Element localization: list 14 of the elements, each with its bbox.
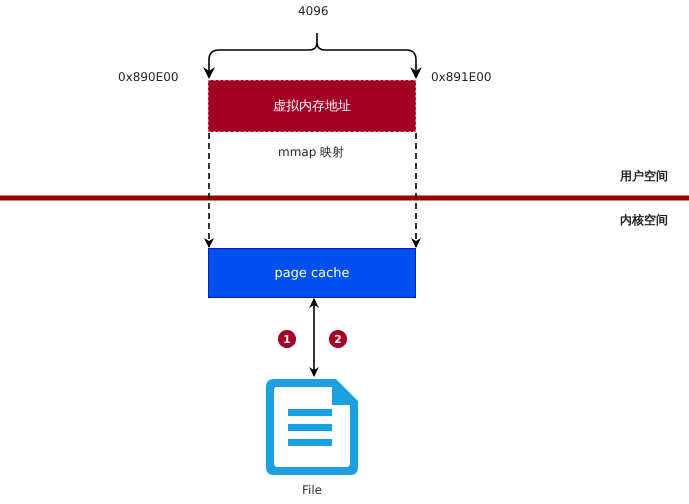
mapping-label: mmap 映射 [278, 144, 344, 161]
address-label: 0x890E00 [118, 70, 178, 84]
dimension-label: 4096 [298, 4, 329, 18]
region-label: 用户空间 [620, 168, 668, 185]
memory-box: 虚拟内存地址 [208, 80, 416, 132]
arrow [309, 298, 319, 377]
region-label: 内核空间 [620, 212, 668, 229]
address-label: 0x891E00 [431, 70, 492, 84]
callout-number: 1 [278, 330, 296, 348]
callout-number: 2 [329, 330, 347, 348]
file-label: File [300, 483, 324, 497]
page-cache-box: page cache [208, 248, 416, 298]
arrow [204, 133, 214, 248]
arrow [411, 133, 421, 248]
